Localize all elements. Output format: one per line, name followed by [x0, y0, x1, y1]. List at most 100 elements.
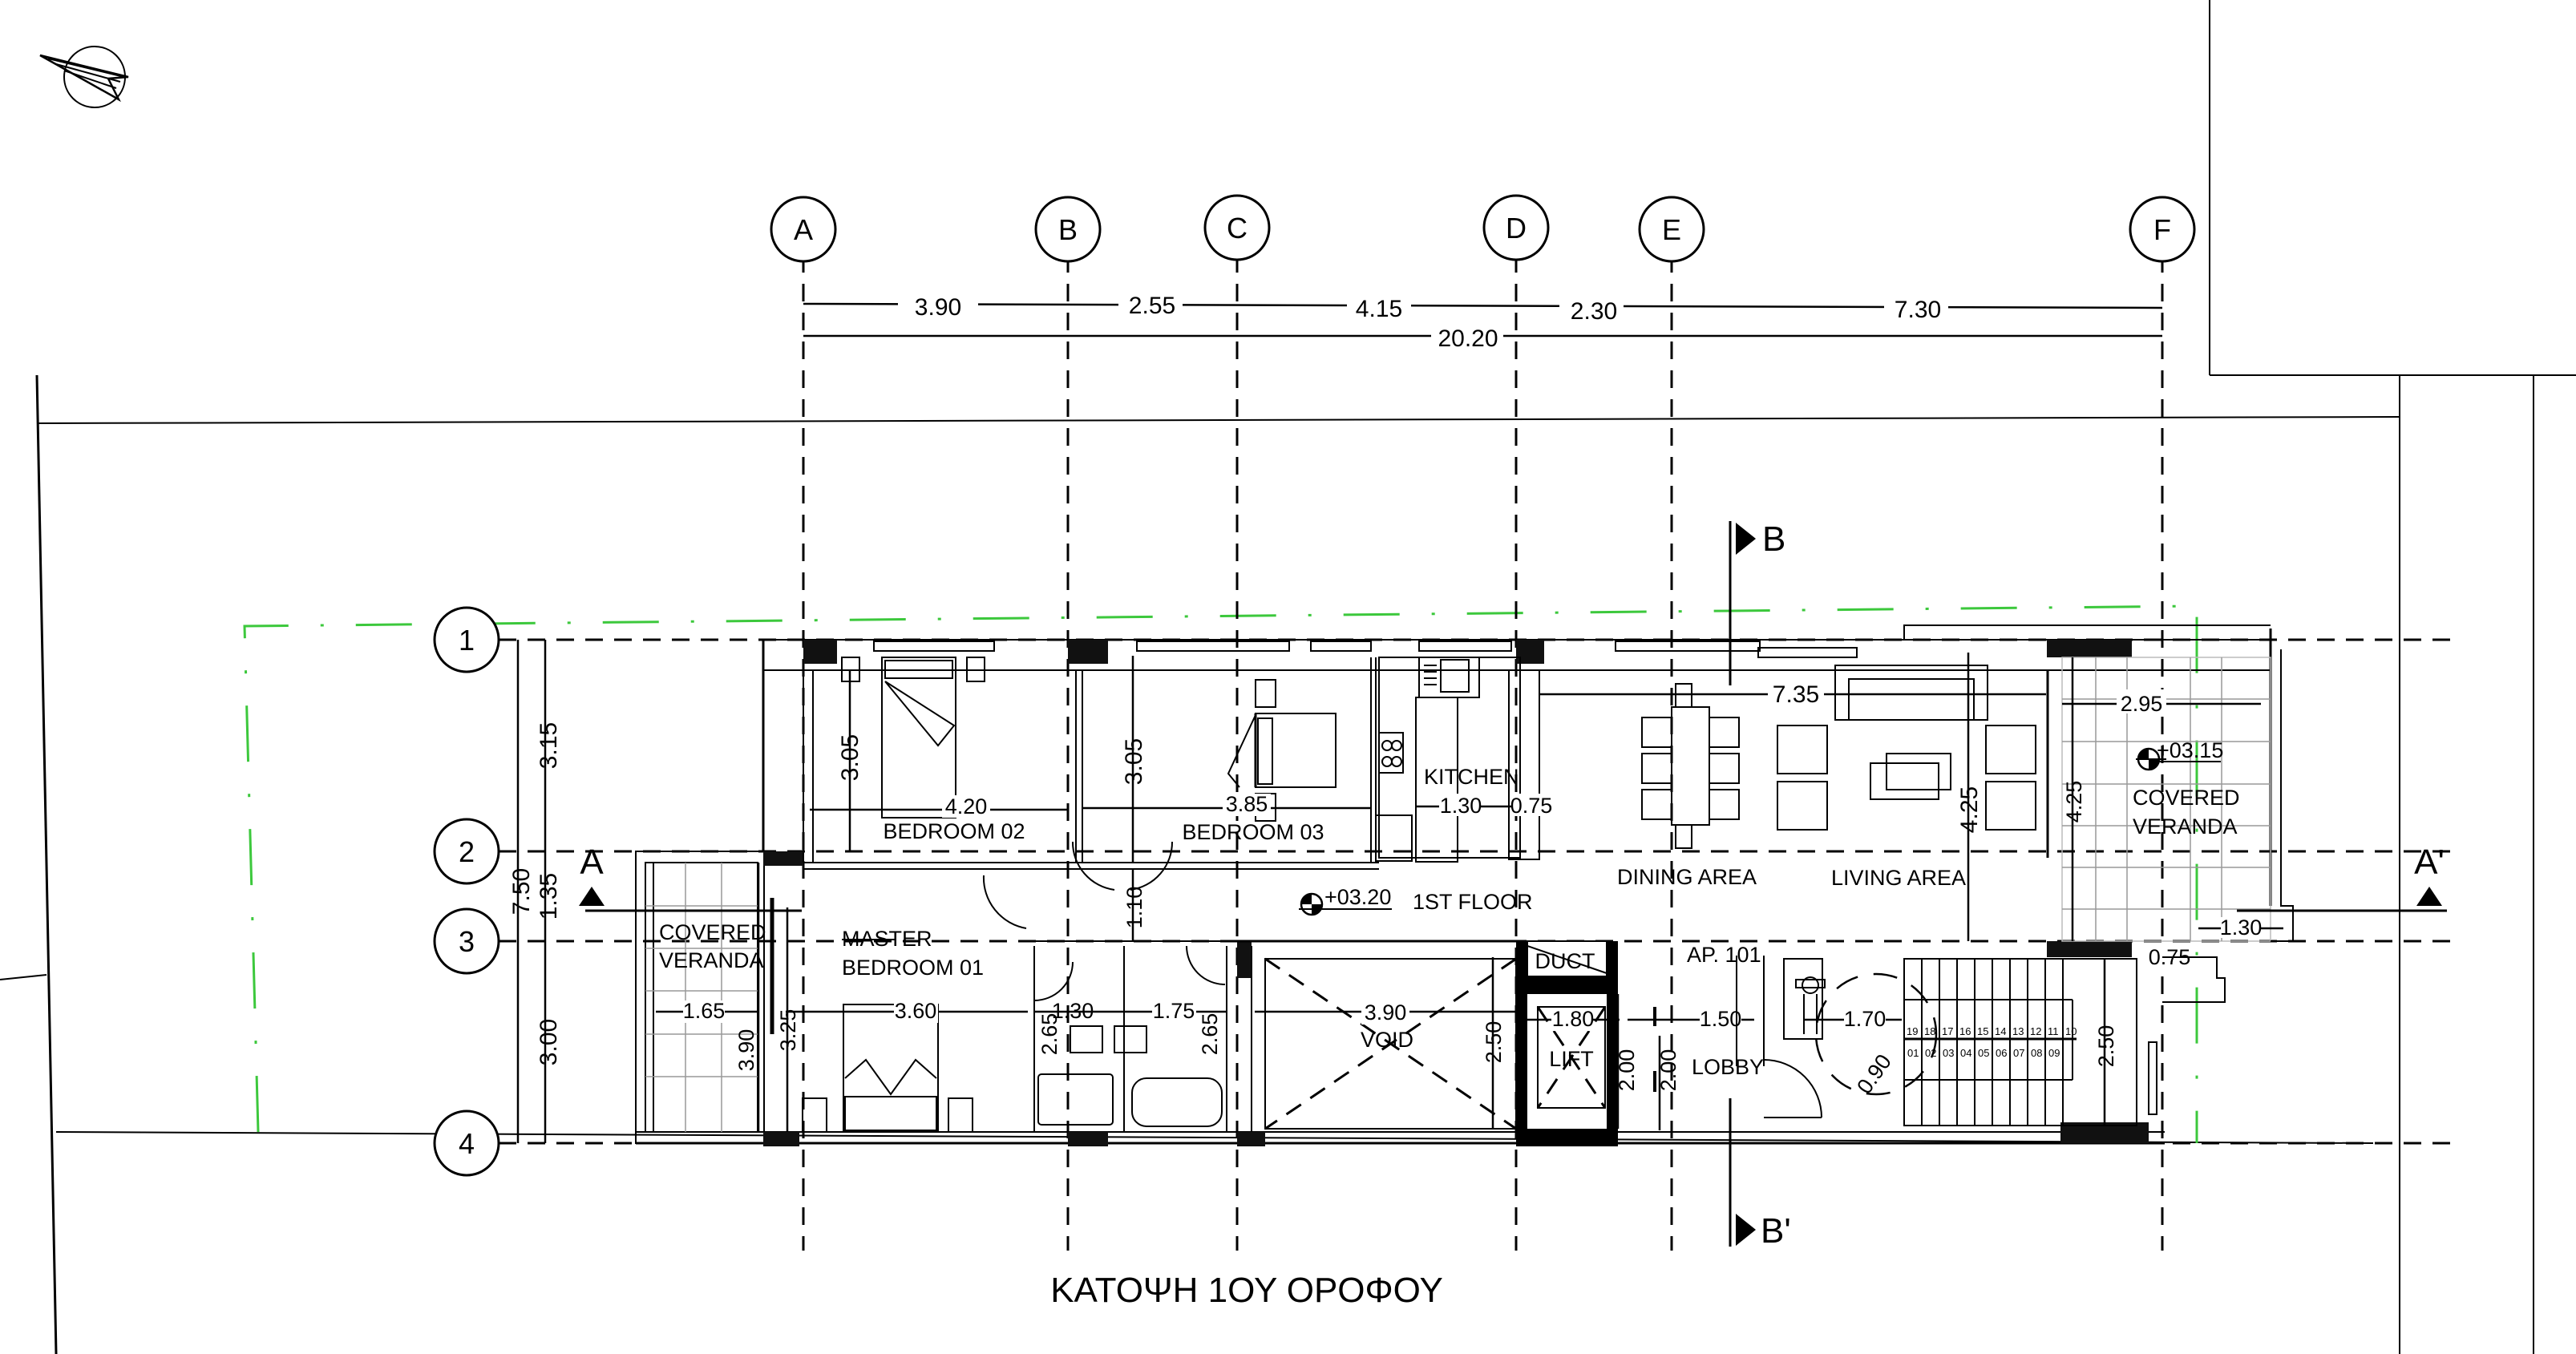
- svg-text:3.60: 3.60: [895, 999, 937, 1023]
- svg-text:1ST FLOOR: 1ST FLOOR: [1413, 890, 1533, 914]
- svg-text:3.05: 3.05: [1121, 738, 1147, 785]
- svg-text:0.75: 0.75: [1510, 794, 1553, 818]
- living-area: 7.35 4.25 LIVING AREA: [1539, 653, 2049, 941]
- grid-bubble-c: C: [1203, 194, 1271, 261]
- svg-text:B': B': [1761, 1211, 1791, 1251]
- svg-text:1: 1: [459, 624, 475, 657]
- svg-text:+03.20: +03.20: [1324, 885, 1391, 909]
- svg-text:4.15: 4.15: [1356, 296, 1402, 322]
- bathroom-1: 1.30 2.65: [1033, 961, 1124, 1126]
- duct-label: DUCT: [1535, 949, 1595, 973]
- svg-text:2.95: 2.95: [2121, 692, 2163, 716]
- bedroom-03: 3.05 3.85 BEDROOM 03: [1082, 656, 1371, 863]
- svg-text:2.00: 2.00: [1656, 1049, 1680, 1092]
- svg-text:13: 13: [2012, 1025, 2024, 1037]
- svg-text:3.90: 3.90: [1365, 1000, 1407, 1025]
- svg-text:1.30: 1.30: [1052, 999, 1094, 1023]
- svg-text:E: E: [1662, 213, 1681, 246]
- svg-text:3.15: 3.15: [536, 722, 562, 769]
- covered-veranda-east: 2.95 4.25 +03.15 COVERED VERANDA 1.30 0.…: [2061, 649, 2294, 1003]
- svg-text:3.85: 3.85: [1226, 792, 1268, 816]
- level-marker-icon: [2136, 747, 2166, 771]
- svg-text:2: 2: [459, 835, 475, 868]
- svg-text:20.20: 20.20: [1438, 325, 1498, 352]
- svg-text:VERANDA: VERANDA: [659, 948, 764, 972]
- svg-text:05: 05: [1978, 1047, 1989, 1059]
- section-marker-b-bottom: B': [1729, 1098, 1791, 1251]
- svg-text:2.00: 2.00: [1615, 1049, 1639, 1092]
- svg-text:BEDROOM 01: BEDROOM 01: [842, 956, 984, 980]
- svg-text:12: 12: [2030, 1025, 2041, 1037]
- svg-text:A': A': [2414, 843, 2445, 882]
- grid-bubble-1: 1: [433, 606, 500, 673]
- grid-bubble-4: 4: [433, 1109, 500, 1177]
- living-area-label: LIVING AREA: [1831, 866, 1966, 890]
- svg-text:VERANDA: VERANDA: [2133, 814, 2238, 839]
- svg-text:3.00: 3.00: [536, 1019, 562, 1065]
- grid-bubble-2: 2: [433, 818, 500, 885]
- svg-text:1.50: 1.50: [1700, 1007, 1742, 1031]
- svg-text:7.30: 7.30: [1895, 297, 1941, 323]
- svg-text:2.65: 2.65: [1037, 1013, 1062, 1056]
- section-marker-b-top: B: [1729, 519, 1785, 685]
- svg-text:3: 3: [459, 925, 475, 958]
- svg-text:10: 10: [2065, 1025, 2077, 1037]
- grid-bubble-e: E: [1638, 196, 1705, 263]
- setback-line: [243, 604, 2198, 1143]
- void: 3.90 VOID 2.50: [1255, 957, 1517, 1130]
- left-dimensions: 7.50 3.15 1.35 3.00: [508, 640, 562, 1143]
- svg-text:AP. 101: AP. 101: [1687, 943, 1761, 967]
- svg-text:2.55: 2.55: [1129, 293, 1175, 319]
- svg-text:COVERED: COVERED: [659, 920, 766, 944]
- wheelchair-icon: [1795, 976, 1826, 1034]
- svg-text:01: 01: [1907, 1047, 1919, 1059]
- svg-text:2.30: 2.30: [1571, 298, 1617, 325]
- svg-text:03: 03: [1943, 1047, 1954, 1059]
- svg-text:1.70: 1.70: [1844, 1007, 1887, 1031]
- svg-text:7.35: 7.35: [1773, 681, 1819, 708]
- svg-text:4.20: 4.20: [945, 794, 988, 818]
- svg-text:1.80: 1.80: [1552, 1007, 1595, 1031]
- bedroom-02: 3.05 4.20 BEDROOM 02: [810, 657, 1068, 851]
- kitchen: KITCHEN 1.30 0.75: [1375, 657, 1553, 863]
- dining-area: DINING AREA: [1617, 683, 1757, 889]
- kitchen-label: KITCHEN: [1424, 765, 1519, 789]
- svg-text:19: 19: [1907, 1025, 1918, 1037]
- stair-step-numbers: 19 18 17 16 15 14 13 12 11 10 01 02 03 0…: [1907, 1025, 2077, 1059]
- bedroom-03-label: BEDROOM 03: [1182, 820, 1324, 844]
- stair-treads: [1921, 959, 2064, 1126]
- bathroom-2: 1.75 2.65: [1114, 945, 1227, 1127]
- lobby: AP. 101 2.00 1.50 LOBBY: [1628, 943, 1822, 1130]
- svg-text:1.30: 1.30: [2220, 915, 2263, 940]
- svg-text:4: 4: [459, 1127, 475, 1160]
- svg-text:F: F: [2153, 213, 2171, 246]
- svg-text:2.50: 2.50: [2094, 1025, 2118, 1068]
- section-marker-a-right: A': [2237, 843, 2447, 912]
- svg-text:3.90: 3.90: [734, 1029, 758, 1072]
- svg-text:1.75: 1.75: [1153, 999, 1195, 1023]
- covered-veranda-west: COVERED VERANDA 1.65 3.90: [645, 862, 774, 1133]
- svg-text:0.90: 0.90: [1852, 1050, 1896, 1098]
- svg-text:1.35: 1.35: [536, 873, 562, 920]
- svg-text:14: 14: [1995, 1025, 2006, 1037]
- svg-text:3.90: 3.90: [915, 294, 961, 321]
- lift-label: LIFT: [1549, 1047, 1594, 1071]
- svg-text:D: D: [1506, 212, 1527, 245]
- corridor: 1.10 +03.20 1ST FLOOR: [1071, 841, 1533, 941]
- dining-area-label: DINING AREA: [1617, 865, 1757, 889]
- svg-text:02: 02: [1925, 1047, 1936, 1059]
- grid-bubble-a: A: [770, 196, 837, 263]
- section-marker-a-left: A: [579, 843, 802, 912]
- svg-text:16: 16: [1959, 1025, 1971, 1037]
- svg-text:09: 09: [2048, 1047, 2060, 1059]
- svg-text:06: 06: [1996, 1047, 2007, 1059]
- top-dimensions: 3.90 2.55 4.15 2.30 7.30 20.20: [803, 289, 2163, 352]
- bedroom-02-label: BEDROOM 02: [883, 819, 1025, 843]
- svg-text:A: A: [580, 843, 604, 882]
- lift-core: DUCT 1.80 LIFT 2.00: [1516, 940, 1639, 1146]
- svg-text:1.10: 1.10: [1122, 887, 1146, 929]
- svg-text:C: C: [1227, 212, 1248, 245]
- grid-bubble-f: F: [2129, 196, 2196, 263]
